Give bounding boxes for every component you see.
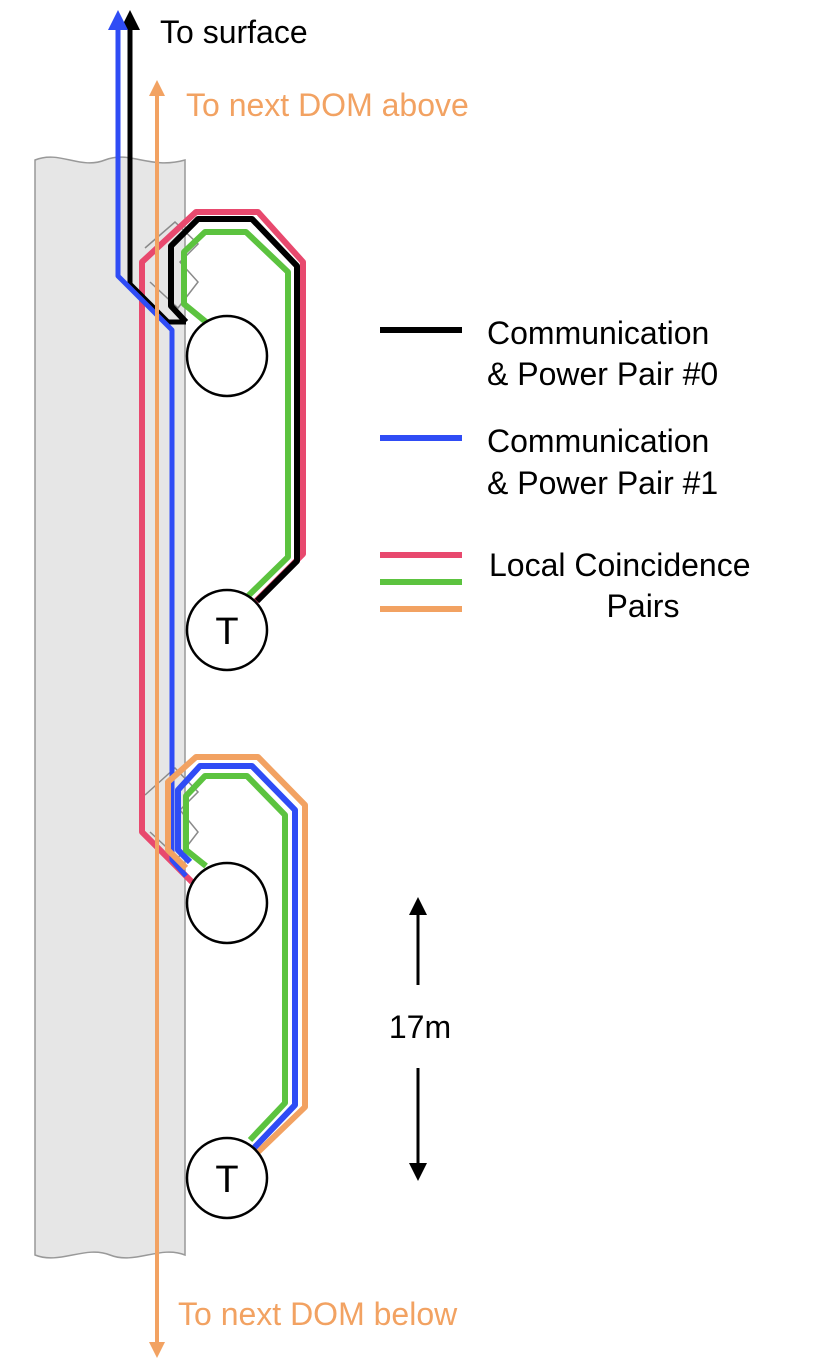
to-next-above-label: To next DOM above <box>186 87 469 123</box>
legend: Communication & Power Pair #0 Communicat… <box>380 315 751 624</box>
pair1-loop <box>175 763 298 1152</box>
legend-pair0-line2: & Power Pair #0 <box>487 356 718 392</box>
lc-pair-green-upper <box>181 229 291 599</box>
to-surface-label: To surface <box>160 14 308 50</box>
pair1-surface-lead <box>115 22 188 878</box>
dom-upper-1 <box>185 314 269 398</box>
breakout-upper <box>144 220 200 310</box>
legend-lc-line1: Local Coincidence <box>489 547 751 583</box>
lc-pair-orange-loop <box>165 754 308 1157</box>
distance-indicator: 17m <box>389 897 451 1181</box>
dom-marker-lower: T <box>215 1159 238 1201</box>
distance-label: 17m <box>389 1009 451 1045</box>
dom-marker-upper: T <box>215 611 238 653</box>
dom-lower-2: T <box>185 1136 269 1220</box>
legend-pair1-line1: Communication <box>487 423 709 459</box>
pair0-loop <box>168 216 300 604</box>
main-cable <box>34 156 186 1259</box>
dom-upper-2: T <box>185 588 269 672</box>
lc-pair-green-lower <box>183 773 288 1143</box>
legend-pair0-line1: Communication <box>487 315 709 351</box>
lc-pair-red <box>139 209 306 885</box>
pair0-surface-lead <box>120 10 186 325</box>
to-next-below-label: To next DOM below <box>178 1296 458 1332</box>
dom-lower-1 <box>185 861 269 945</box>
legend-lc-line2: Pairs <box>607 588 680 624</box>
legend-pair1-line2: & Power Pair #1 <box>487 465 718 501</box>
